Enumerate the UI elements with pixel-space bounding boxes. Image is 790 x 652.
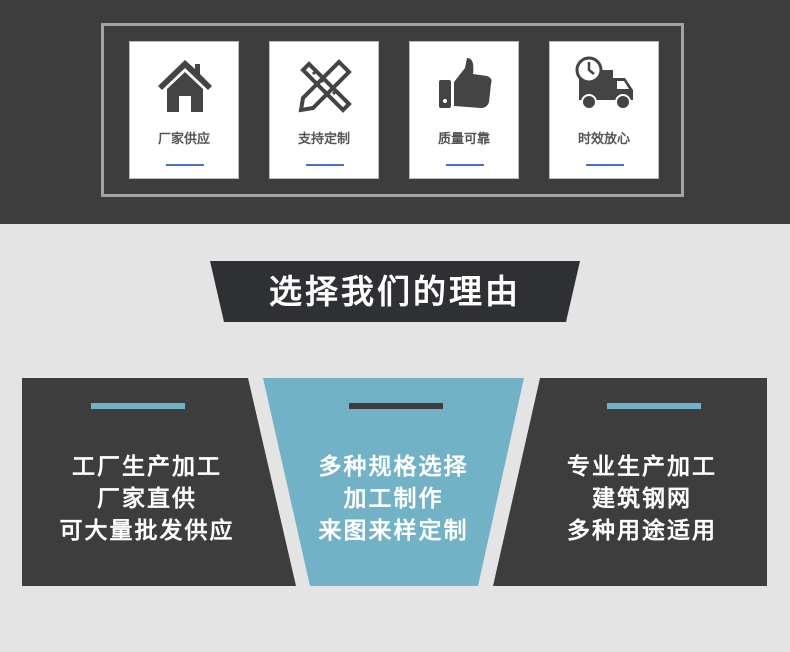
reason-text: 多种规格选择 加工制作 来图来样定制 — [263, 451, 524, 547]
reason-line: 建筑钢网 — [592, 486, 692, 512]
section-title: 选择我们的理由 — [269, 272, 521, 311]
underline — [446, 164, 484, 166]
accent-bar — [349, 403, 443, 409]
reason-line: 工厂生产加工 — [72, 454, 222, 480]
reason-line: 加工制作 — [343, 486, 444, 512]
reason-text: 工厂生产加工 厂家直供 可大量批发供应 — [22, 451, 272, 547]
reason-panel-custom: 多种规格选择 加工制作 来图来样定制 — [263, 378, 524, 586]
delivery-truck-clock-icon — [575, 56, 633, 110]
reason-line: 多种用途适用 — [567, 518, 717, 544]
feature-card-factory: 厂家供应 — [129, 41, 239, 179]
ruler-pencil-icon — [298, 59, 352, 113]
reason-line: 厂家直供 — [97, 486, 197, 512]
thumbs-up-icon — [439, 58, 492, 108]
feature-card-custom: 支持定制 — [269, 41, 379, 179]
features-frame — [101, 23, 684, 197]
accent-bar — [91, 403, 185, 409]
feature-card-delivery: 时效放心 — [549, 41, 659, 179]
features-section: 厂家供应 支持定制 质量可靠 时效放心 — [0, 0, 790, 224]
underline — [166, 164, 204, 166]
feature-label: 质量可靠 — [437, 132, 490, 147]
feature-label: 厂家供应 — [157, 132, 210, 147]
reason-panel-factory: 工厂生产加工 厂家直供 可大量批发供应 — [22, 378, 296, 586]
house-icon — [158, 60, 212, 112]
reason-line: 可大量批发供应 — [59, 518, 235, 544]
feature-label: 支持定制 — [297, 132, 350, 147]
reason-line: 多种规格选择 — [318, 454, 469, 480]
feature-card-quality: 质量可靠 — [409, 41, 519, 179]
reason-panel-professional: 专业生产加工 建筑钢网 多种用途适用 — [493, 378, 767, 586]
feature-label: 时效放心 — [577, 132, 630, 147]
underline — [306, 164, 344, 166]
underline — [586, 164, 624, 166]
section-banner: 选择我们的理由 — [210, 261, 580, 322]
reason-line: 来图来样定制 — [318, 518, 469, 544]
accent-bar — [607, 403, 701, 409]
reason-text: 专业生产加工 建筑钢网 多种用途适用 — [517, 451, 767, 547]
reason-line: 专业生产加工 — [567, 454, 717, 480]
